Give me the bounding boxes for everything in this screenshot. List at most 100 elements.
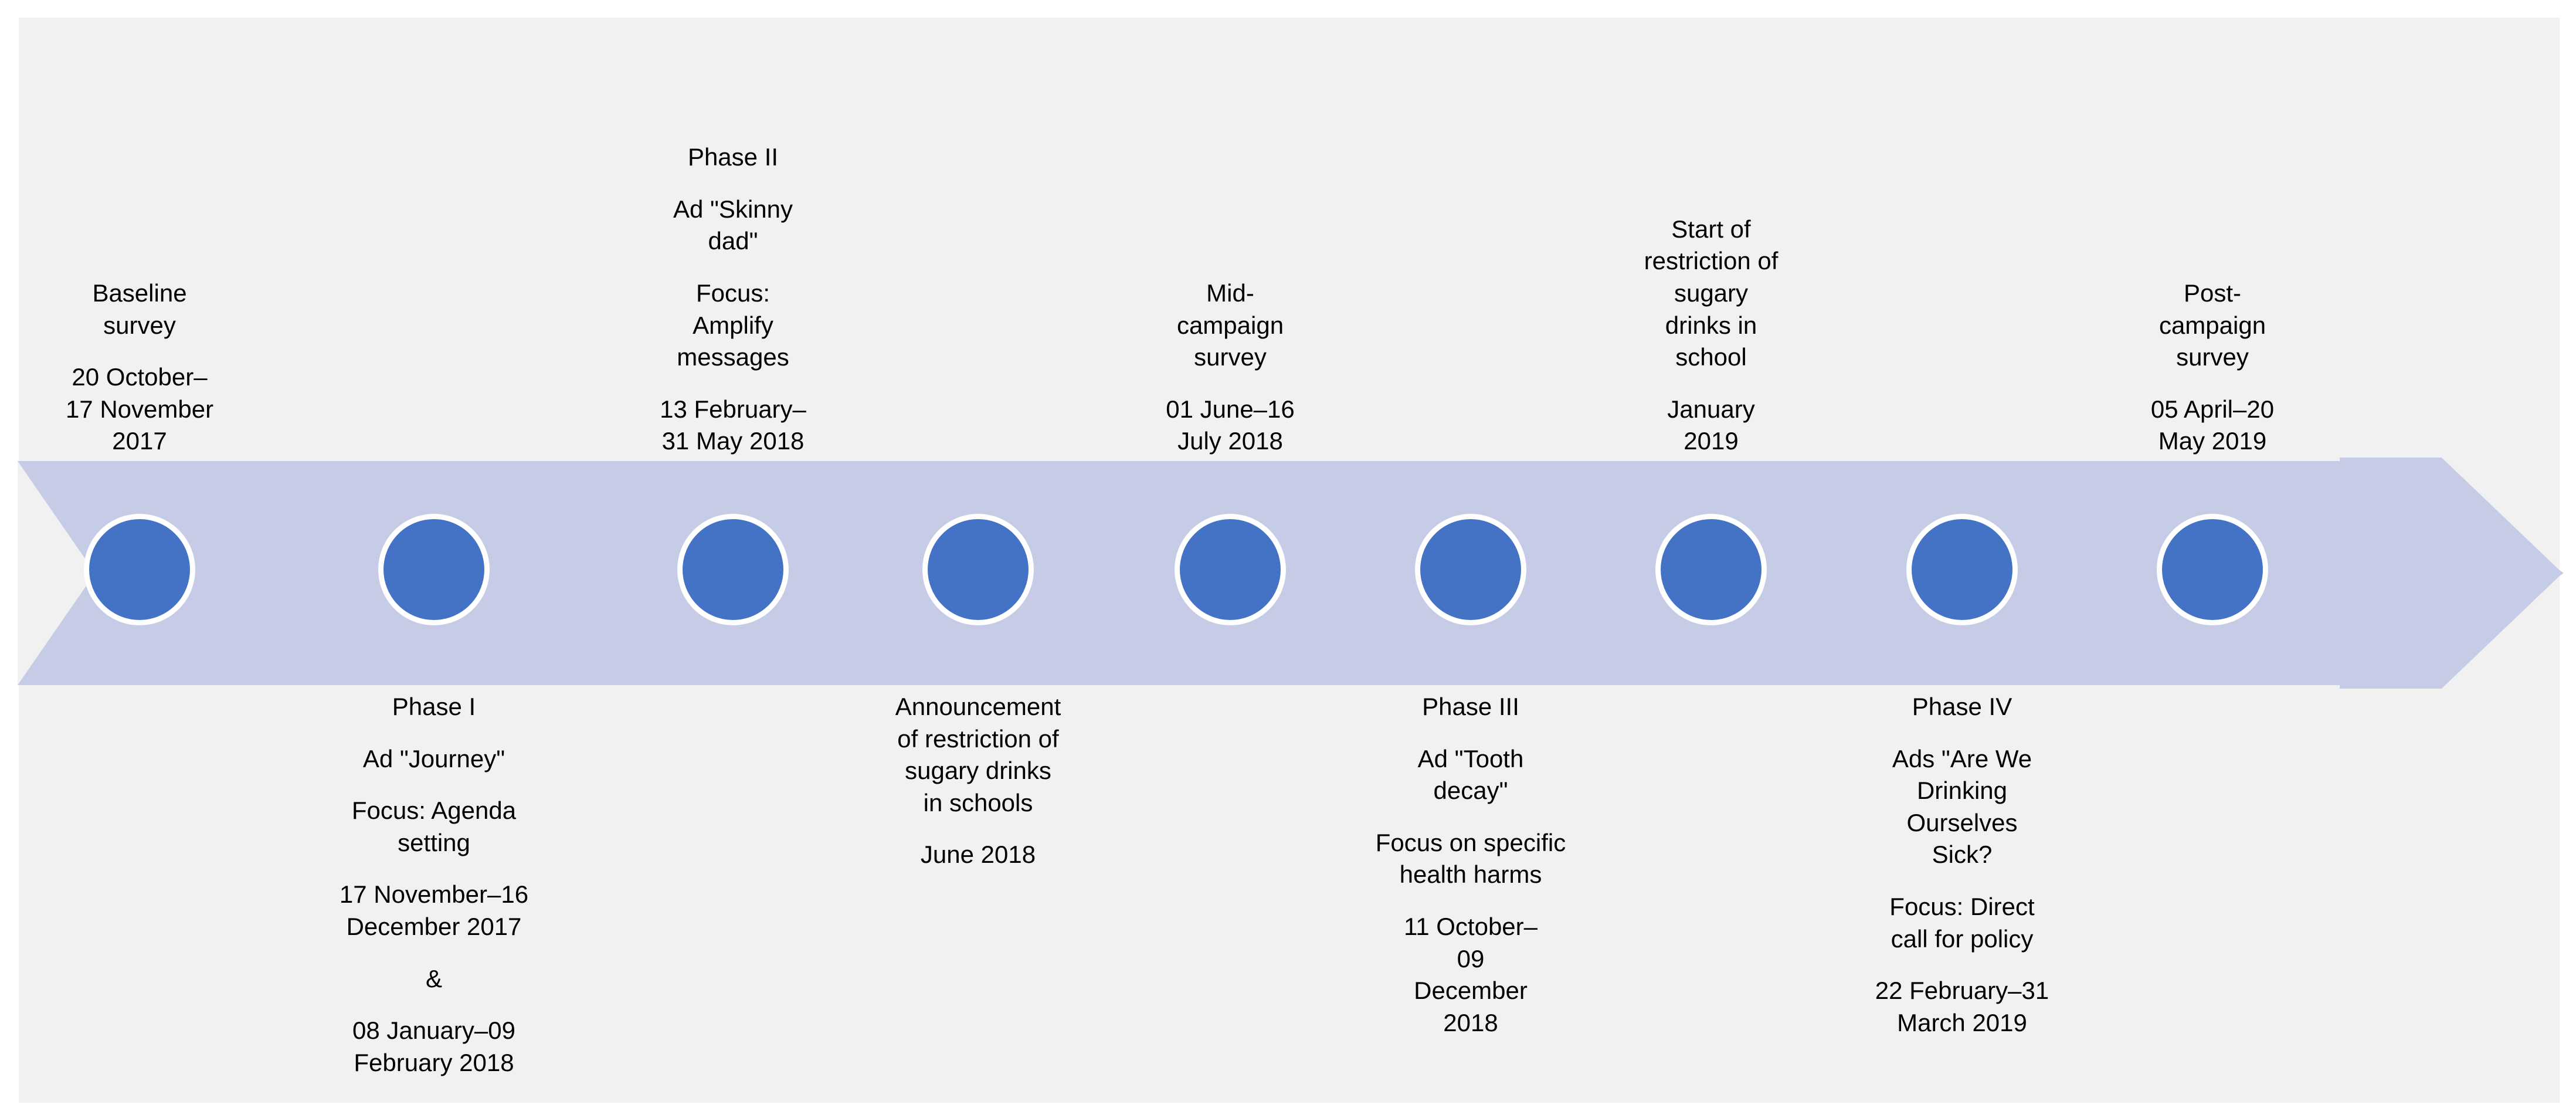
event-label-line: March 2019 — [1897, 1008, 2027, 1036]
event-label-group: Ad "Skinny dad" — [636, 194, 830, 258]
event-label-line: December 2017 — [346, 912, 522, 940]
timeline-node-3[interactable] — [677, 514, 789, 625]
event-label-line: decay" — [1433, 777, 1508, 805]
event-label-line: messages — [677, 343, 789, 371]
arrow-tail-notch — [18, 461, 95, 685]
event-label-line: Announcement — [895, 693, 1061, 720]
event-label-line: of restriction of — [897, 724, 1059, 753]
event-label-line: Sick? — [1932, 841, 1993, 869]
event-label-line: 17 November — [65, 395, 214, 423]
timeline-node-1[interactable] — [84, 514, 195, 625]
event-label-line: 2017 — [112, 427, 167, 455]
event-label-line: Phase III — [1422, 693, 1519, 720]
event-label-line: Ads "Are We — [1892, 744, 2032, 773]
event-label-line: Amplify — [693, 311, 773, 339]
timeline-node-6[interactable] — [1415, 514, 1526, 625]
event-label-line: Focus: — [695, 279, 771, 307]
event-label-line: call for policy — [1891, 924, 2034, 953]
event-label-group: Mid-campaign survey — [1133, 277, 1327, 374]
event-label-line: Ad "Skinny — [673, 195, 793, 223]
event-label-line: 01 June–16 — [1166, 395, 1295, 423]
event-label-line: & — [425, 964, 442, 992]
event-label-line: Start of — [1671, 215, 1751, 243]
event-label-line: 05 April–20 — [2150, 395, 2275, 423]
arrow-head — [2340, 458, 2564, 689]
event-label-line: campaign — [1176, 311, 1284, 339]
event-label-line: 2018 — [1443, 1008, 1498, 1036]
timeline-node-5[interactable] — [1175, 514, 1286, 625]
event-label-line: Phase I — [392, 693, 476, 720]
event-label-group: Focus: Direct call for policy — [1839, 891, 2085, 955]
event-label-phase-2: Phase II Ad "Skinny dad" Focus: Amplify messa… — [636, 141, 830, 458]
timeline-node-4[interactable] — [922, 514, 1034, 625]
event-label-phase-1: Phase I Ad "Journey" Focus: Agenda setting 1… — [308, 691, 560, 1079]
event-label-group: Phase IV — [1839, 691, 2085, 723]
timeline-node-7[interactable] — [1655, 514, 1767, 625]
event-label-line: 20 October– — [72, 363, 208, 391]
event-label-line: 17 November–16 — [339, 880, 529, 909]
event-label-line: Focus: Direct — [1889, 892, 2035, 920]
event-label-line: survey — [1194, 343, 1267, 371]
event-label-line: December — [1414, 977, 1528, 1005]
event-label-line: February 2018 — [354, 1048, 514, 1076]
event-label-line: in schools — [923, 788, 1033, 817]
event-label-group: 13 February–31 May 2018 — [636, 394, 830, 458]
event-label-line: Phase IV — [1912, 693, 2012, 720]
event-label-line: dad" — [708, 227, 758, 255]
event-label-line: restriction of — [1644, 247, 1779, 275]
event-label-line: Ad "Journey" — [362, 744, 505, 773]
event-label-line: 08 January–09 — [352, 1017, 515, 1045]
timeline-node-8[interactable] — [1906, 514, 2018, 625]
event-label-line: 09 — [1457, 944, 1485, 973]
event-label-line: 31 May 2018 — [661, 427, 805, 455]
event-label-line: campaign — [2158, 311, 2266, 339]
event-label-line: setting — [398, 828, 470, 856]
event-label-group: Ad "Tooth decay" — [1353, 743, 1588, 807]
event-label-line: 22 February–31 — [1875, 977, 2049, 1005]
event-label-group: & — [308, 963, 560, 995]
event-label-line: Focus: Agenda — [351, 797, 517, 825]
timeline-node-9[interactable] — [2157, 514, 2268, 625]
event-label-line: July 2018 — [1177, 427, 1283, 455]
event-label-announcement-restriction: Announcement of restriction of sugary drin… — [846, 691, 1110, 871]
event-label-line: Focus on specific — [1375, 828, 1566, 856]
event-label-line: Ad "Tooth — [1417, 744, 1524, 773]
event-label-line: school — [1675, 343, 1747, 371]
event-label-group: June 2018 — [846, 839, 1110, 871]
event-label-line: survey — [2176, 343, 2249, 371]
event-label-group: Phase I — [308, 691, 560, 723]
event-label-group: Focus: Amplify messages — [636, 277, 830, 374]
event-label-group: 20 October– 17 November 2017 — [22, 361, 257, 458]
event-label-group: Phase III — [1353, 691, 1588, 723]
event-label-line: May 2019 — [2158, 427, 2267, 455]
event-label-line: Ourselves — [1906, 808, 2018, 836]
event-label-phase-3: Phase III Ad "Tooth decay" Focus on specifi… — [1353, 691, 1588, 1039]
timeline-node-2[interactable] — [378, 514, 490, 625]
event-label-line: June 2018 — [920, 841, 1036, 869]
event-label-line: Drinking — [1916, 777, 2008, 805]
event-label-group: Focus: Agenda setting — [308, 795, 560, 859]
event-label-line: sugary drinks — [905, 757, 1051, 785]
event-label-line: Mid- — [1206, 279, 1254, 307]
event-label-line: 2019 — [1684, 427, 1739, 455]
event-label-group: Ad "Journey" — [308, 743, 560, 775]
event-label-group: Phase II — [636, 141, 830, 174]
event-label-line: Phase II — [687, 143, 779, 171]
event-label-line: sugary — [1674, 279, 1749, 307]
